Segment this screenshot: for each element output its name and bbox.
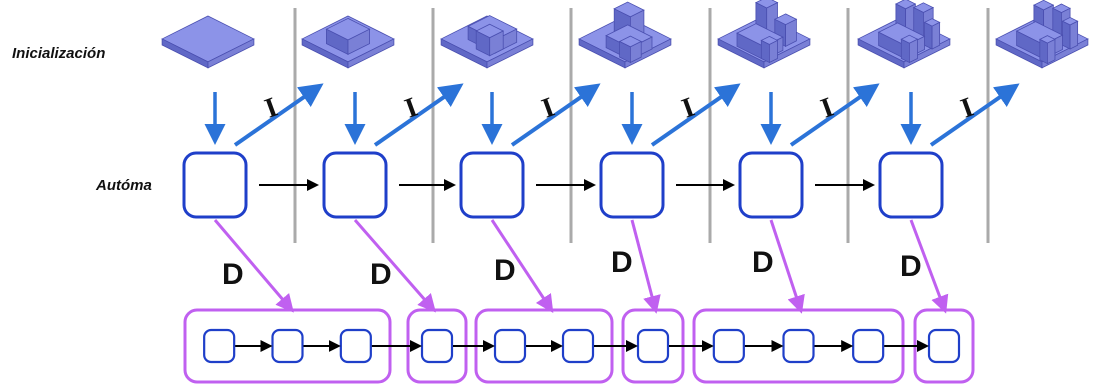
terrain-state [578, 1, 672, 69]
row-label-automaton: Autóma [95, 177, 152, 194]
derivation-node [271, 328, 304, 364]
derive-arrow [213, 219, 294, 313]
derive-label: D [222, 258, 244, 291]
derive-arrow [630, 219, 661, 314]
derive-label: D [370, 258, 392, 291]
derivation-node [493, 328, 527, 364]
derivation-node [420, 328, 454, 364]
derivation-chain [183, 308, 975, 384]
derive-arrow [769, 219, 805, 314]
terrain-states [161, 0, 1089, 69]
interpret-label: I [538, 92, 559, 125]
terrain-state [440, 15, 534, 69]
interpret-label: I [678, 92, 699, 125]
terrain-to-automaton-arrows [204, 92, 922, 145]
derivation-node [203, 328, 236, 364]
derive-label: D [494, 254, 516, 287]
derivation-node [339, 328, 372, 364]
derivation-node [852, 328, 885, 364]
derivation-node [561, 328, 595, 364]
automaton-state-box [459, 151, 525, 219]
interpret-arrow [510, 83, 601, 147]
derive-label: D [611, 246, 633, 279]
automaton-states [182, 151, 944, 219]
derivation-node [927, 328, 961, 364]
automaton-state-box [182, 151, 248, 219]
interpret-label: I [261, 92, 282, 125]
interpret-label: I [401, 92, 422, 125]
automaton-state-box [878, 151, 944, 219]
interpret-label: I [957, 92, 978, 125]
automaton-state-box [322, 151, 388, 219]
terrain-state [301, 15, 395, 69]
terrain-state [717, 0, 811, 69]
interpret-arrow [373, 83, 464, 147]
interpret-arrow [929, 83, 1020, 147]
stage-separators [293, 8, 990, 243]
terrain-state [857, 0, 951, 69]
derivation-node [636, 328, 670, 364]
interpret-label: I [817, 92, 838, 125]
terrain-state [995, 0, 1089, 69]
derivation-node [712, 328, 745, 364]
interpret-arrow [233, 83, 324, 147]
derive-arrow [353, 219, 436, 313]
row-label-initialization: Inicialización [12, 45, 105, 62]
automaton-state-box [599, 151, 665, 219]
derive-arrow [909, 219, 949, 314]
derivation-node [782, 328, 815, 364]
interpret-arrow [650, 83, 741, 147]
automaton-state-box [738, 151, 804, 219]
derive-label: D [900, 250, 922, 283]
terrain-state [161, 15, 255, 69]
derive-arrow [490, 219, 554, 314]
interpret-arrow [789, 83, 880, 147]
derive-label: D [752, 246, 774, 279]
